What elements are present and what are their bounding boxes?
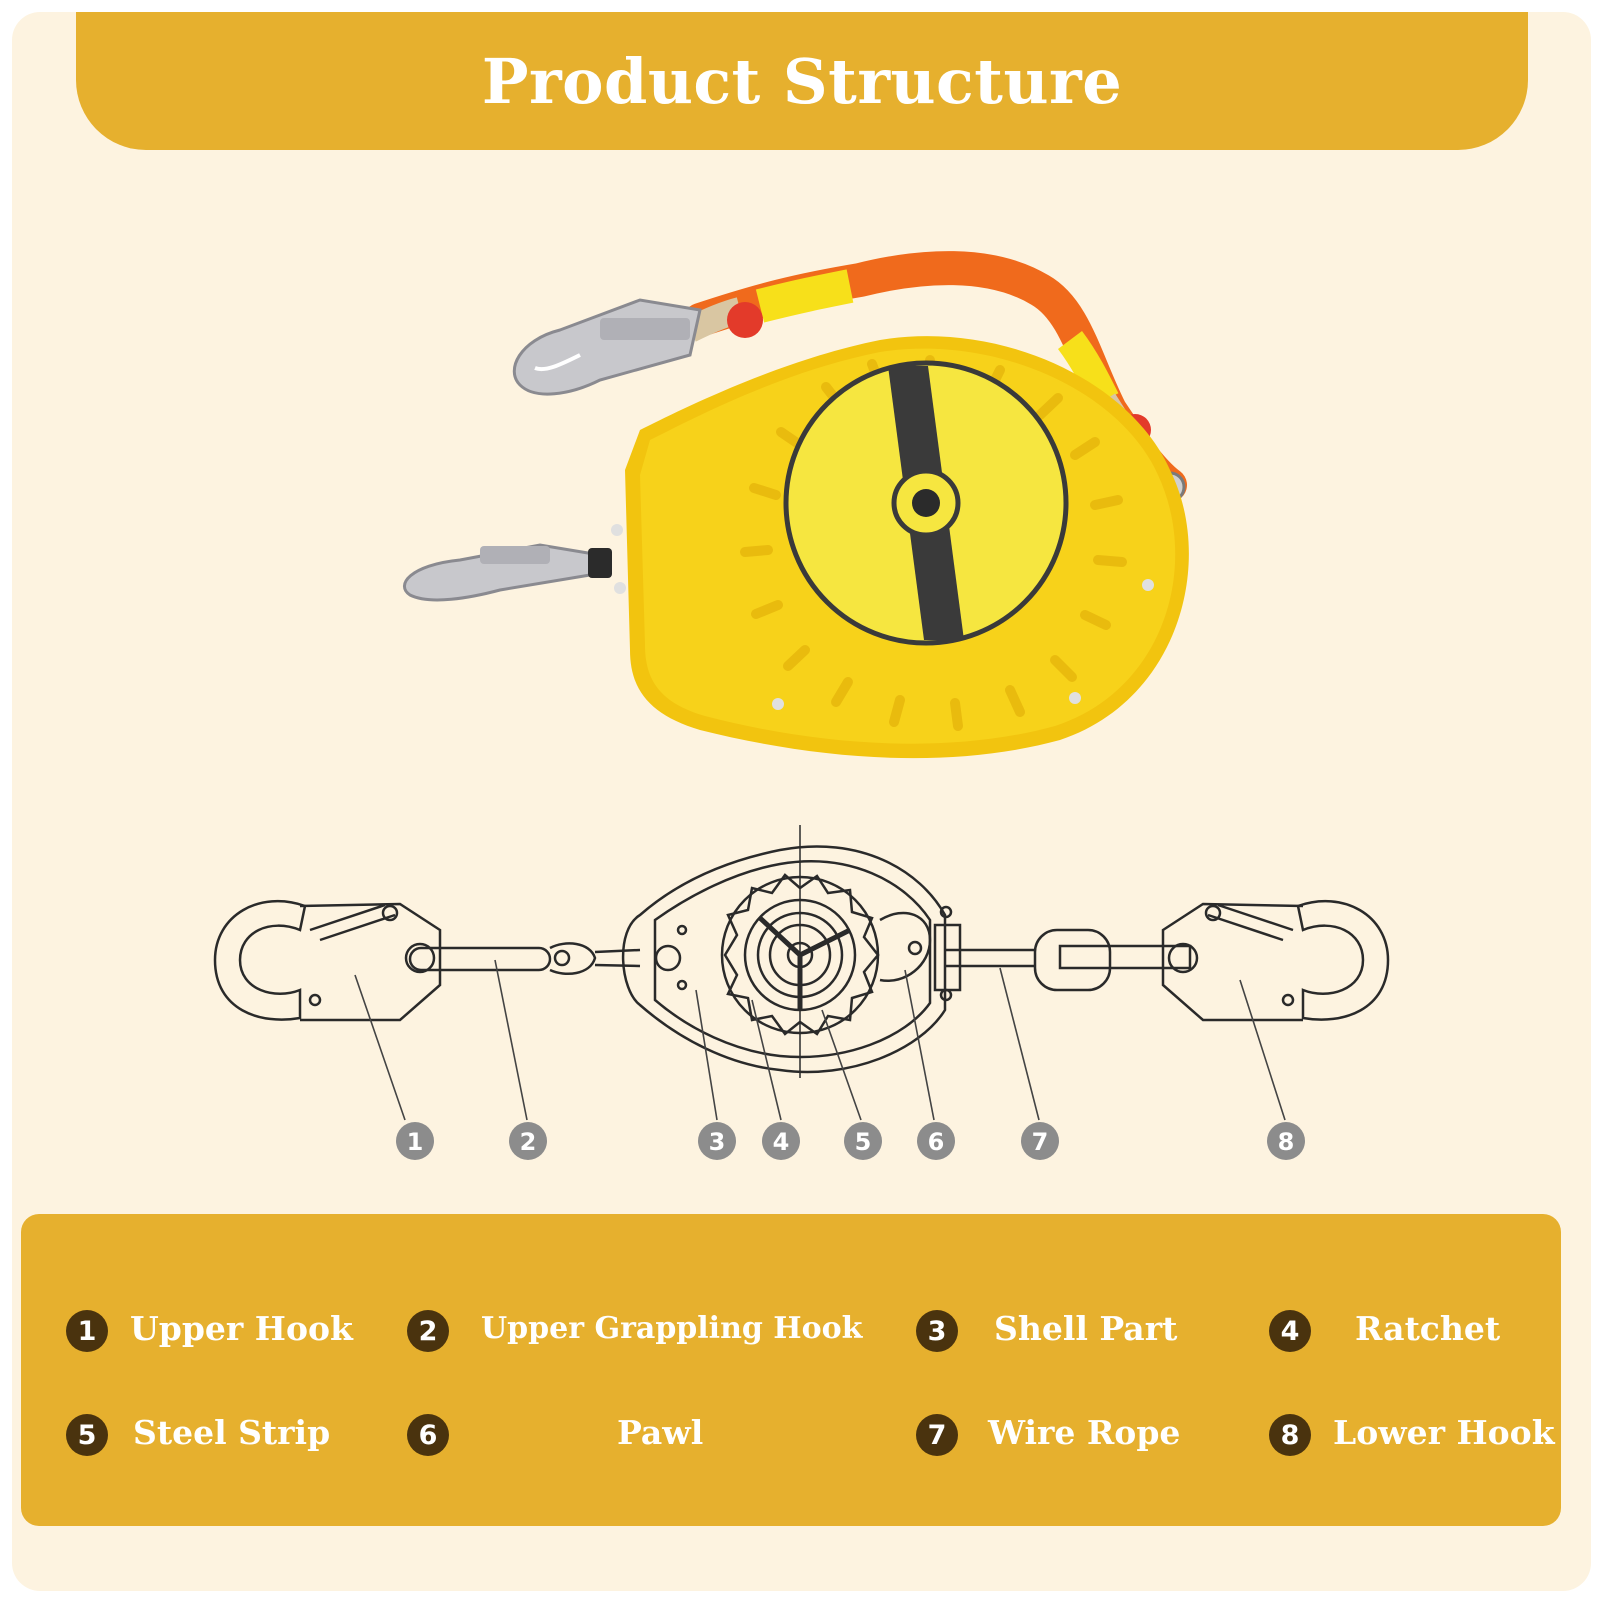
left-hook-drawing [213,899,442,1022]
callout-7-marker [1021,1122,1059,1160]
legend-item-lower-hook: 8 Lower Hook [1269,1412,1555,1456]
callout-5: 5 [855,1128,872,1156]
legend-item-upper-hook: 1 Upper Hook [66,1308,353,1352]
callout-3: 3 [709,1128,726,1156]
callout-2-marker [509,1122,547,1160]
legend-number: 8 [1269,1414,1311,1456]
shell-drawing [621,825,962,1078]
retractable-housing [611,336,1189,759]
title-banner: Product Structure [76,12,1528,150]
legend-label: Ratchet [1355,1308,1501,1348]
upper-snap-hook-photo [512,298,702,396]
callout-6: 6 [928,1128,945,1156]
legend-number: 3 [916,1310,958,1352]
page-title: Product Structure [481,44,1123,118]
legend-label: Pawl [617,1412,704,1452]
upper-grappling-hook-drawing [408,942,641,976]
legend-panel: 1 Upper Hook 2 Upper Grappling Hook 3 Sh… [21,1214,1561,1526]
callout-5-marker [844,1122,882,1160]
callout-8-marker [1267,1122,1305,1160]
legend-number: 5 [66,1414,108,1456]
legend-item-steel-strip: 5 Steel Strip [66,1412,331,1456]
callout-8: 8 [1278,1128,1295,1156]
legend-item-wire-rope: 7 Wire Rope [916,1412,1181,1456]
lower-snap-hook-photo [403,543,612,602]
legend-item-upper-grappling-hook: 2 Upper Grappling Hook [407,1310,862,1352]
legend-label: Steel Strip [133,1412,331,1452]
callout-markers [396,1122,1305,1160]
legend-item-shell-part: 3 Shell Part [916,1308,1178,1352]
right-hook-drawing [1161,899,1390,1022]
wire-rope-drawing [945,928,1192,992]
legend-number: 1 [66,1310,108,1352]
legend-item-ratchet: 4 Ratchet [1269,1308,1501,1352]
callout-6-marker [917,1122,955,1160]
legend-number: 4 [1269,1310,1311,1352]
callout-1: 1 [407,1128,424,1156]
legend-number: 7 [916,1414,958,1456]
callout-4-marker [762,1122,800,1160]
callout-4: 4 [773,1128,790,1156]
callout-2: 2 [520,1128,537,1156]
callout-7: 7 [1032,1128,1049,1156]
legend-item-pawl: 6 Pawl [407,1412,704,1456]
legend-label: Upper Hook [130,1308,353,1348]
callout-1-marker [396,1122,434,1160]
legend-label: Upper Grappling Hook [481,1310,863,1346]
legend-label: Shell Part [994,1308,1178,1348]
callout-3-marker [698,1122,736,1160]
legend-number: 2 [407,1310,449,1352]
legend-label: Lower Hook [1333,1412,1555,1452]
legend-number: 6 [407,1414,449,1456]
legend-label: Wire Rope [988,1412,1181,1452]
